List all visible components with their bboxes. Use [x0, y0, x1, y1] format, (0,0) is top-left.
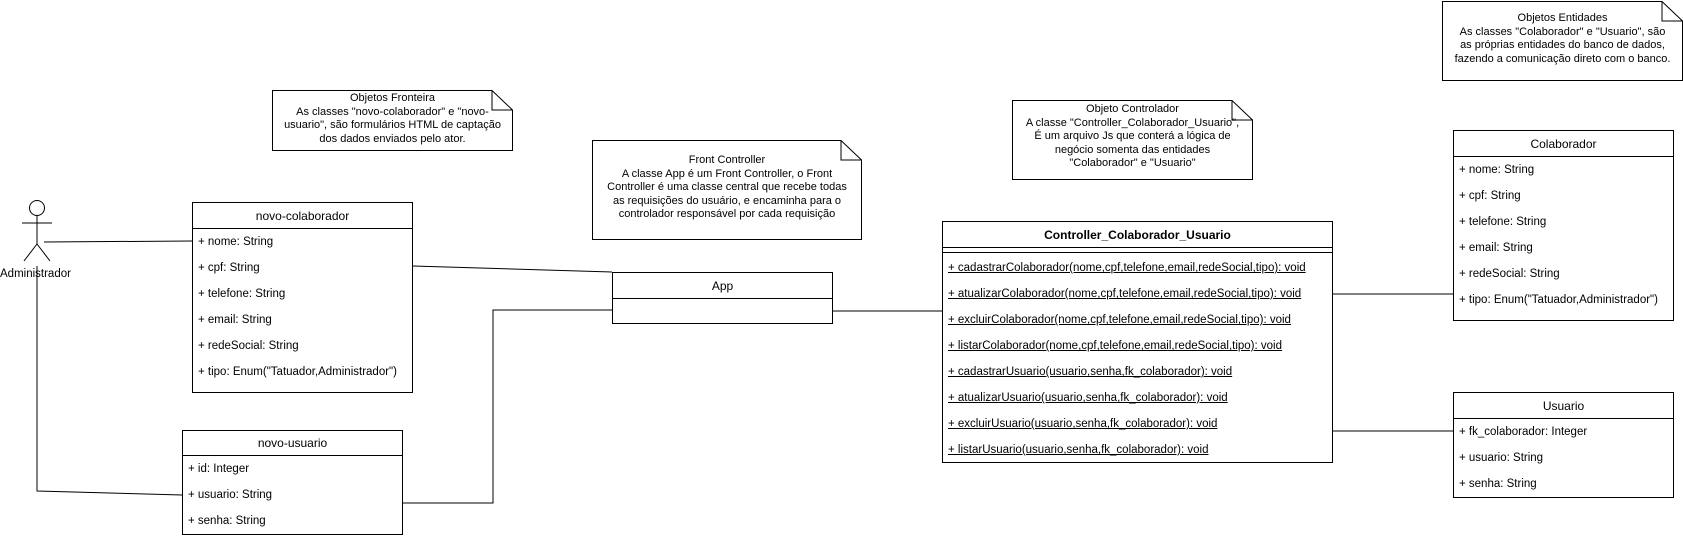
class-novo-colaborador[interactable]: novo-colaborador + nome: String + cpf: S…	[192, 202, 413, 393]
class-app[interactable]: App	[612, 272, 833, 324]
note-entidades-line: as próprias entidades do banco de dados,	[1460, 39, 1665, 51]
class-name: Colaborador	[1454, 131, 1673, 157]
note-fronteira-line: As classes "novo-colaborador" e "novo-	[296, 105, 489, 118]
note-controlador-line: A classe "Controller_Colaborador_Usuario…	[1025, 116, 1240, 129]
class-attribute: + telefone: String	[198, 288, 286, 300]
class-controller-colaborador-usuario[interactable]: Controller_Colaborador_Usuario + cadastr…	[942, 221, 1333, 463]
class-method: + listarColaborador(nome,cpf,telefone,em…	[948, 340, 1282, 352]
note-front-controller-line: Controller é uma classe central que rece…	[607, 181, 847, 193]
class-usuario[interactable]: Usuario + fk_colaborador: Integer + usua…	[1453, 392, 1674, 498]
note-fronteira-line: dos dados enviados pelo ator.	[319, 132, 466, 145]
note-fronteira: Objetos Fronteira As classes "novo-colab…	[272, 90, 513, 151]
class-attribute: + senha: String	[1459, 478, 1537, 490]
class-name: novo-colaborador	[193, 203, 412, 229]
class-attribute: + usuario: String	[1459, 452, 1544, 464]
note-controlador-line: É um arquivo Js que conterá a lógica de	[1034, 130, 1231, 142]
note-fronteira-title: Objetos Fronteira	[350, 92, 435, 104]
class-attribute: + id: Integer	[188, 463, 250, 475]
note-front-controller-line: controlador responsável por cada requisi…	[618, 208, 836, 220]
class-attribute: + cpf: String	[1459, 190, 1521, 202]
class-attribute: + email: String	[1459, 242, 1533, 254]
note-front-controller-title: Front Controller	[688, 154, 766, 166]
note-controlador-line: "Colaborador" e "Usuario"	[1069, 157, 1196, 169]
actor-stick-figure	[22, 200, 52, 262]
class-attribute: + redeSocial: String	[198, 340, 299, 352]
note-front-controller: Front Controller A classe App é um Front…	[592, 140, 862, 240]
note-fronteira-line: usuario", são formulários HTML de captaç…	[284, 119, 501, 131]
class-attribute: + tipo: Enum("Tatuador,Administrador")	[1459, 294, 1658, 306]
class-method: + cadastrarUsuario(usuario,senha,fk_cola…	[948, 366, 1233, 378]
actor-label: Administrador	[0, 268, 71, 280]
class-method: + excluirUsuario(usuario,senha,fk_colabo…	[948, 418, 1218, 430]
class-attribute: + tipo: Enum("Tatuador,Administrador")	[198, 366, 397, 378]
class-attribute: + usuario: String	[188, 489, 273, 501]
note-entidades-line: As classes "Colaborador" e "Usuario", sã…	[1459, 25, 1666, 38]
note-entidades-title: Objetos Entidades	[1517, 12, 1608, 24]
class-attribute: + nome: String	[198, 236, 274, 248]
class-colaborador[interactable]: Colaborador + nome: String + cpf: String…	[1453, 130, 1674, 321]
class-method: + atualizarUsuario(usuario,senha,fk_cola…	[948, 392, 1228, 404]
class-method: + excluirColaborador(nome,cpf,telefone,e…	[948, 314, 1291, 326]
note-controlador-title: Objeto Controlador	[1086, 103, 1179, 115]
note-controlador: Objeto Controlador A classe "Controller_…	[1012, 100, 1253, 180]
class-attribute: + senha: String	[188, 515, 266, 527]
note-front-controller-line: A classe App é um Front Controller, o Fr…	[621, 167, 833, 180]
class-attribute: + telefone: String	[1459, 216, 1547, 228]
note-controlador-line: negócio somenta das entidades	[1054, 143, 1211, 156]
class-method: + listarUsuario(usuario,senha,fk_colabor…	[948, 444, 1209, 456]
class-attribute: + fk_colaborador: Integer	[1459, 426, 1588, 438]
class-novo-usuario[interactable]: novo-usuario + id: Integer + usuario: St…	[182, 430, 403, 535]
class-name: Usuario	[1454, 393, 1673, 419]
class-name: App	[613, 273, 832, 299]
class-attribute: + cpf: String	[198, 262, 260, 274]
note-entidades-line: fazendo a comunicação direto com o banco…	[1454, 52, 1671, 65]
class-method: + cadastrarColaborador(nome,cpf,telefone…	[948, 262, 1306, 274]
class-name: novo-usuario	[183, 431, 402, 456]
class-method: + atualizarColaborador(nome,cpf,telefone…	[948, 288, 1302, 300]
note-entidades: Objetos Entidades As classes "Colaborado…	[1442, 1, 1683, 81]
class-attribute: + email: String	[198, 314, 272, 326]
note-front-controller-line: as requisições do usuário, e encaminha p…	[612, 194, 842, 207]
class-attribute: + nome: String	[1459, 164, 1535, 176]
class-name: Controller_Colaborador_Usuario	[943, 222, 1332, 248]
class-attribute: + redeSocial: String	[1459, 268, 1560, 280]
